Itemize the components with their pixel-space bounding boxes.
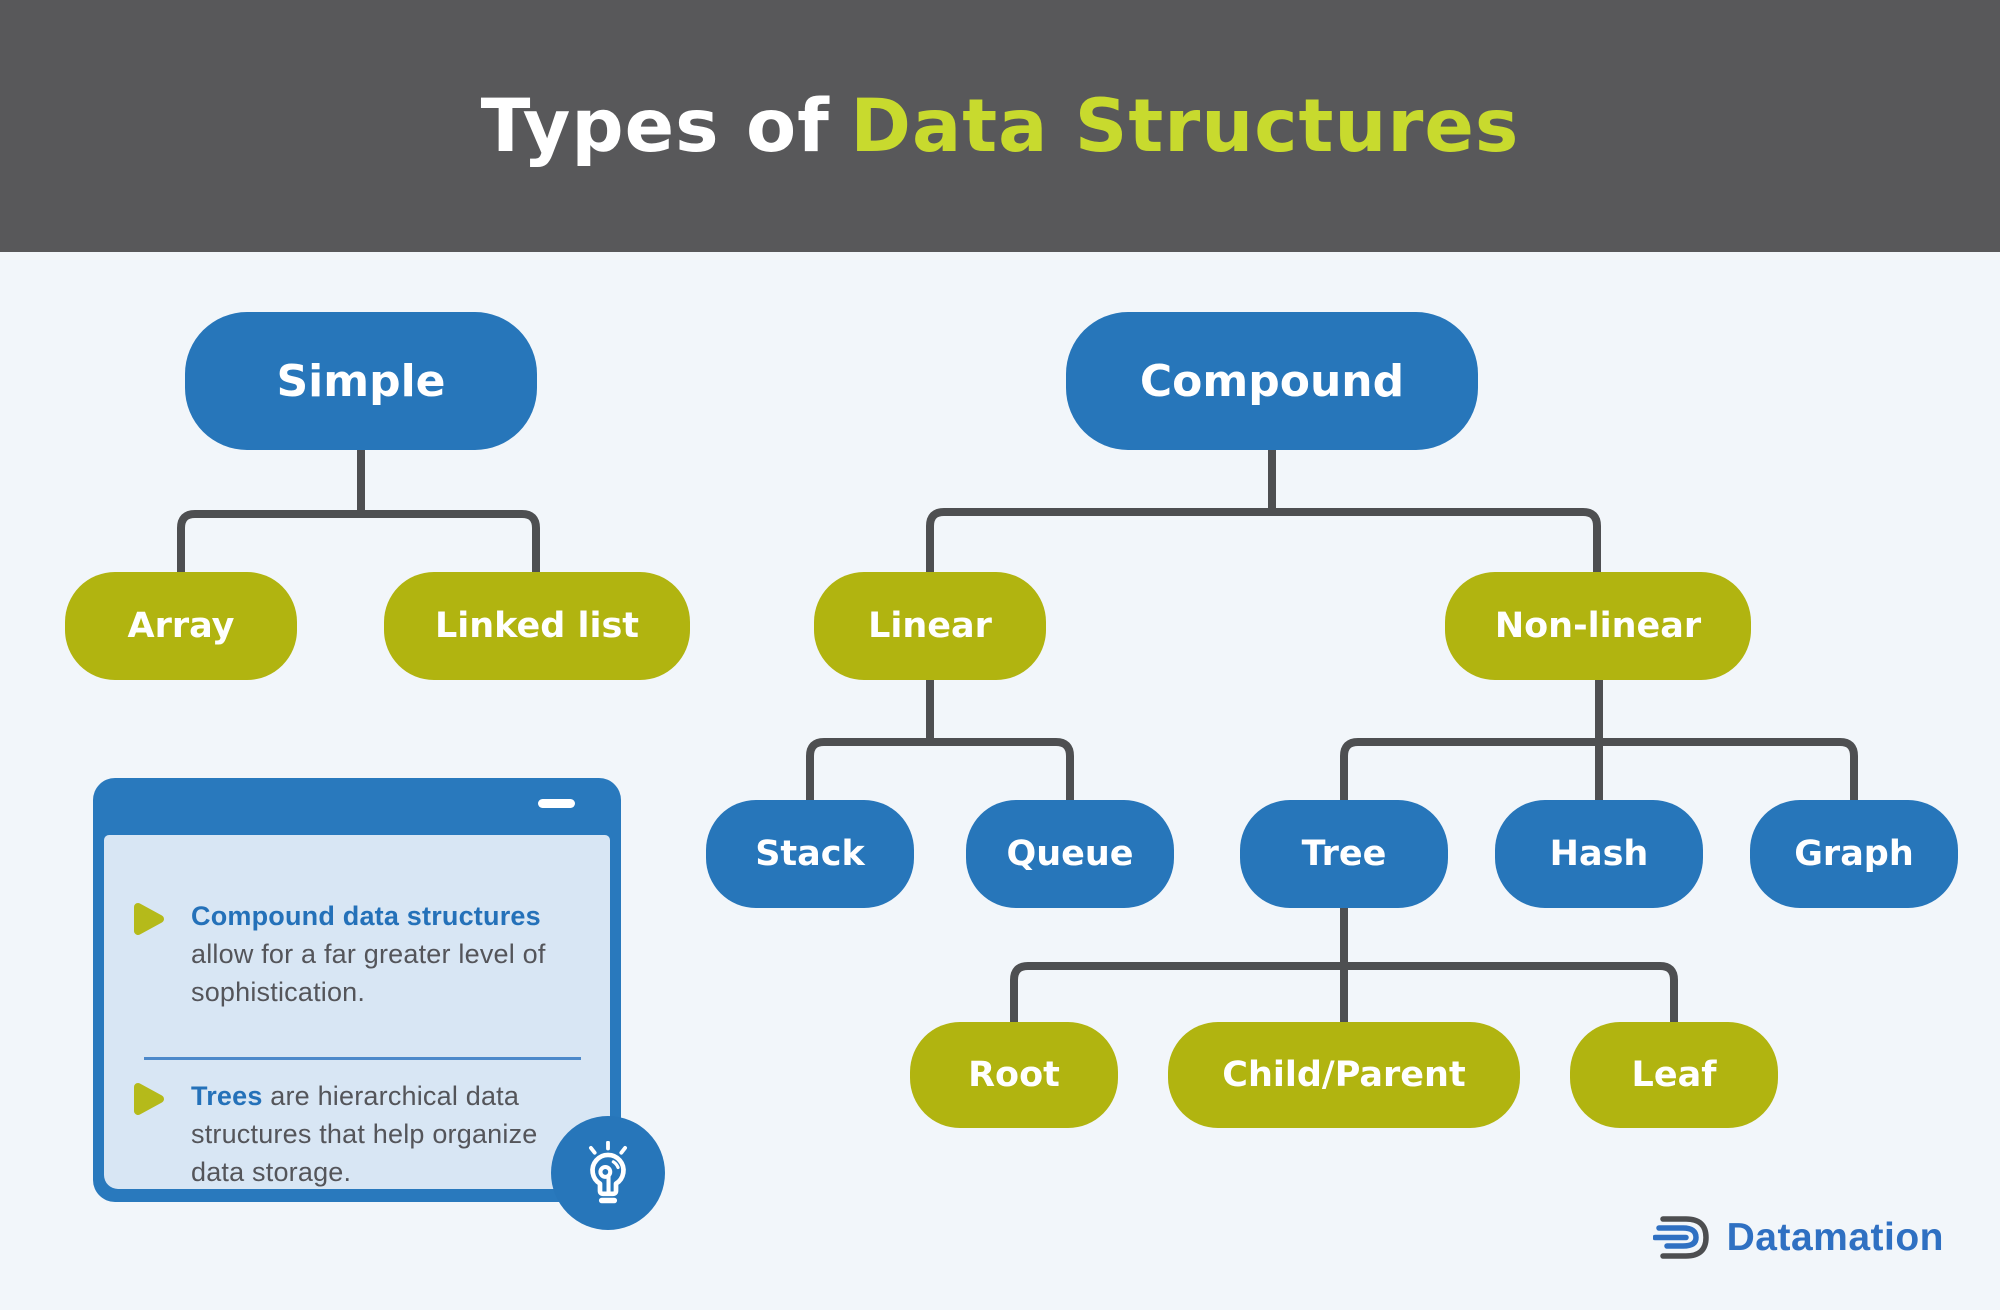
node-array: Array — [65, 572, 297, 680]
node-non-linear: Non-linear — [1445, 572, 1751, 680]
brand-name: Datamation — [1726, 1216, 1944, 1259]
brand-logo: Datamation — [1652, 1212, 1944, 1264]
node-label: Linked list — [434, 606, 640, 646]
minimize-icon — [538, 799, 575, 808]
node-simple: Simple — [185, 312, 537, 450]
bullet-arrow-icon — [134, 903, 164, 935]
node-label: Child/Parent — [1222, 1055, 1466, 1095]
note-text-compound: Compound data structures allow for a far… — [191, 901, 546, 1007]
connector-tree-bracket — [1010, 962, 1678, 1026]
connector-nonlinear-bracket — [1340, 738, 1858, 804]
node-label: Compound — [1139, 355, 1405, 407]
node-hash: Hash — [1495, 800, 1703, 908]
node-linked-list: Linked list — [384, 572, 690, 680]
note-bullet-compound: Compound data structures allow for a far… — [133, 897, 603, 1011]
lightbulb-icon — [589, 1141, 627, 1204]
bullet-arrow-icon — [134, 1083, 164, 1115]
node-queue: Queue — [966, 800, 1174, 908]
node-label: Tree — [1301, 834, 1387, 874]
node-label: Array — [127, 606, 235, 646]
datamation-logo-icon — [1652, 1216, 1709, 1259]
node-child-parent: Child/Parent — [1168, 1022, 1520, 1128]
page-title-prefix: Types of — [480, 83, 830, 169]
node-label: Linear — [868, 606, 992, 646]
node-compound: Compound — [1066, 312, 1478, 450]
node-label: Queue — [1006, 834, 1134, 874]
note-card-body: Compound data structures allow for a far… — [104, 835, 610, 1189]
node-linear: Linear — [814, 572, 1046, 680]
connector-simple-bracket — [177, 510, 540, 578]
node-stack: Stack — [706, 800, 914, 908]
connector-compound-bracket — [926, 508, 1601, 578]
connector-linear-bracket — [806, 738, 1074, 804]
note-card: Compound data structures allow for a far… — [93, 778, 665, 1230]
node-label: Leaf — [1631, 1055, 1717, 1095]
node-label: Stack — [755, 834, 865, 874]
node-tree: Tree — [1240, 800, 1448, 908]
node-graph: Graph — [1750, 800, 1958, 908]
note-text-trees: Trees are hierarchical data structures t… — [191, 1081, 538, 1187]
node-leaf: Leaf — [1570, 1022, 1778, 1128]
node-label: Hash — [1549, 834, 1649, 874]
note-divider — [144, 1057, 581, 1060]
page-title-highlight: Data Structures — [850, 83, 1520, 169]
lightbulb-badge — [551, 1116, 665, 1230]
node-label: Non-linear — [1494, 606, 1702, 646]
note-bullet-trees: Trees are hierarchical data structures t… — [133, 1077, 539, 1191]
node-root: Root — [910, 1022, 1118, 1128]
node-label: Simple — [276, 355, 446, 407]
node-label: Root — [968, 1055, 1060, 1095]
node-label: Graph — [1794, 834, 1914, 874]
